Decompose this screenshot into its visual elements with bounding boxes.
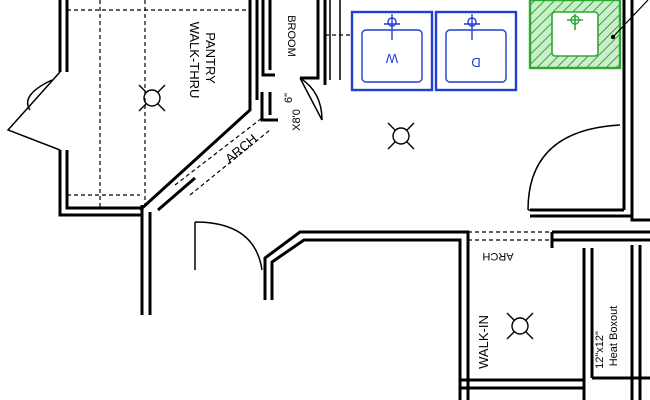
ceiling-light-icon	[506, 312, 534, 340]
dryer: D	[434, 10, 518, 92]
door-swing-icon	[194, 221, 263, 271]
pantry-label-1: WALK-THRU	[187, 22, 202, 99]
door-swing-icon	[527, 124, 621, 211]
broom-label: BROOM	[285, 15, 297, 57]
arch-label-pantry: ARCH	[222, 131, 260, 166]
sink-faucet-icon	[567, 14, 583, 30]
arch-label-right: ARCH	[482, 250, 513, 262]
door-swing-icon	[6, 71, 61, 151]
pantry-label-2: PANTRY	[203, 32, 218, 84]
walls	[58, 0, 650, 400]
dryer-label: D	[471, 55, 480, 70]
boxout-label-1: 12"x12"	[594, 331, 606, 369]
washer: W	[350, 10, 434, 92]
dimension-label-2: X8'0	[291, 109, 303, 131]
boxout-label-2: Heat Boxout	[608, 306, 620, 367]
dashed-lines	[67, 0, 552, 241]
door-swing-icon	[299, 77, 323, 121]
walk-in-label: WALK-IN	[476, 315, 491, 369]
ceiling-light-icon	[387, 122, 415, 150]
laundry-sink	[528, 0, 649, 70]
ceiling-light-icon	[138, 84, 166, 112]
dimension-label: 6"	[283, 93, 295, 103]
washer-label: W	[385, 51, 398, 66]
doors	[6, 71, 621, 271]
